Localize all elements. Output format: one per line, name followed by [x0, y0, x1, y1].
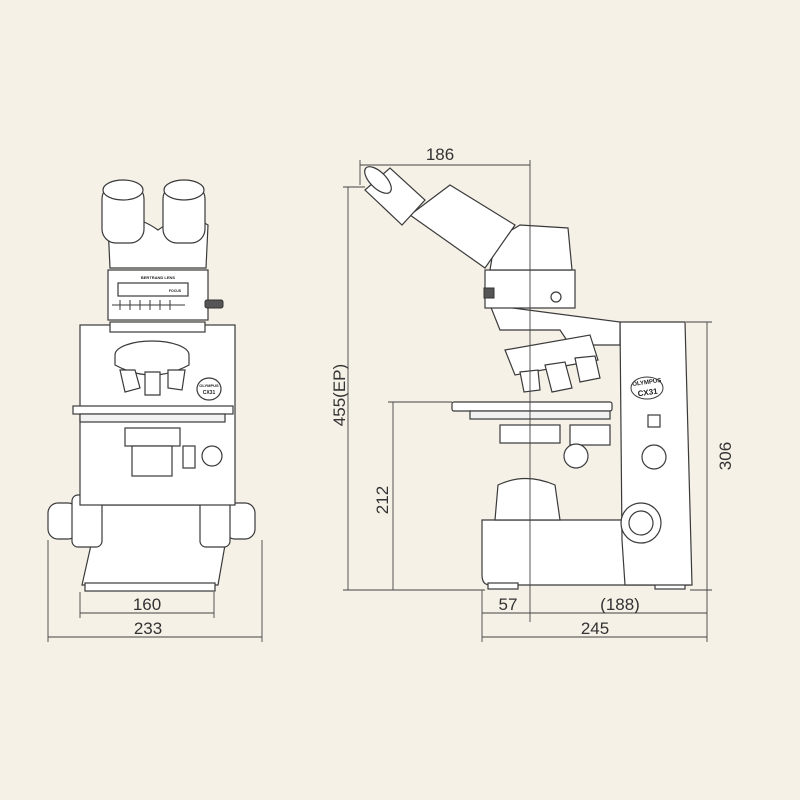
side-objective-3 — [574, 355, 601, 383]
side-objective-2 — [544, 361, 573, 393]
front-dimensions: 160 233 — [47, 540, 263, 642]
light-intensity-dial-inner — [628, 510, 654, 536]
dim-line-57-188 — [481, 590, 707, 642]
bertrand-label: BERTRAND LENS — [141, 275, 176, 280]
side-stage-carrier — [469, 410, 611, 420]
bertrand-window — [117, 282, 189, 297]
right-eyepiece-top — [163, 179, 205, 201]
focus-label: FOCUS — [169, 289, 182, 293]
side-condenser-mount — [569, 424, 611, 446]
front-body-top — [109, 321, 206, 333]
side-foot-front — [487, 582, 519, 590]
side-coarse-knob — [563, 443, 589, 469]
dim-label-455: 455(EP) — [330, 364, 349, 426]
dim-line-160 — [79, 592, 215, 618]
side-arm-top — [489, 304, 621, 346]
dim-label-233: 233 — [134, 619, 162, 638]
dim-label-212: 212 — [373, 486, 392, 514]
side-lever — [483, 287, 495, 299]
front-view: OLYMPUS CX31 BERTRAND LENS FOCUS — [47, 179, 256, 592]
side-dimensions: 186 455(EP) 212 306 57 (188) 245 — [330, 145, 735, 642]
side-lamp-housing — [494, 477, 561, 521]
front-condenser — [124, 427, 181, 447]
front-stage — [72, 405, 234, 415]
side-logo-badge — [630, 376, 664, 400]
dim-label-188: (188) — [600, 595, 640, 614]
dim-line-455 — [343, 186, 485, 591]
front-logo-brand: OLYMPUS — [199, 383, 219, 388]
bertrand-lever — [204, 299, 224, 309]
side-nosepiece — [504, 334, 599, 376]
side-eyepiece-tube — [408, 184, 516, 269]
front-logo-badge — [196, 377, 222, 401]
dim-line-212 — [388, 401, 452, 590]
dim-label-306: 306 — [716, 442, 735, 470]
left-eyepiece-top — [102, 179, 144, 201]
condenser-knob — [182, 445, 196, 469]
objective-center — [144, 371, 161, 396]
front-condenser-holder — [131, 445, 173, 477]
objective-right — [167, 369, 186, 391]
dim-label-245: 245 — [581, 619, 609, 638]
side-stage — [451, 401, 613, 412]
side-view: OLYMPUS CX31 — [364, 166, 693, 590]
power-switch — [647, 414, 661, 428]
front-foot — [84, 582, 216, 592]
side-logo-brand: OLYMPUS — [632, 378, 662, 388]
dim-label-57: 57 — [499, 595, 518, 614]
front-logo-model: CX31 — [203, 390, 216, 396]
dim-label-160: 160 — [133, 595, 161, 614]
dim-line-233 — [47, 540, 263, 642]
dim-line-306 — [686, 321, 712, 642]
bertrand-scale — [112, 300, 185, 310]
side-eyepiece-cup — [364, 166, 392, 194]
dim-line-186 — [359, 160, 530, 185]
dim-label-186: 186 — [426, 145, 454, 164]
front-stage-carrier — [79, 413, 226, 423]
side-fine-focus-knob — [641, 444, 667, 470]
front-fine-knob — [201, 445, 223, 467]
objective-left — [119, 369, 141, 393]
side-logo-model: CX31 — [637, 387, 659, 399]
bertrand-focus-knob — [550, 291, 562, 303]
